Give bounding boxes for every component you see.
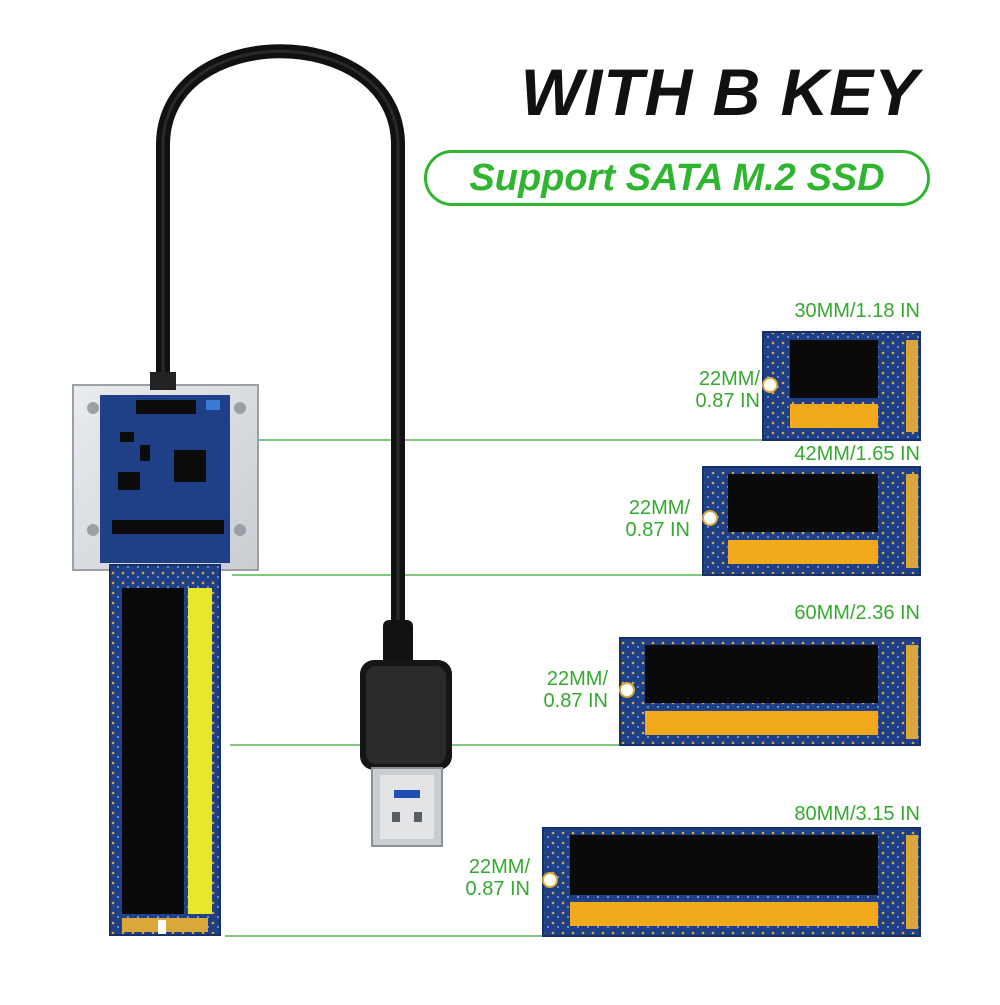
- width-label-line1: 22MM/: [698, 368, 760, 390]
- width-label-80mm: 22MM/ 0.87 IN: [410, 856, 530, 900]
- width-label-30mm: 22MM/ 0.87 IN: [640, 368, 760, 412]
- width-label-42mm: 22MM/ 0.87 IN: [570, 497, 690, 541]
- width-label-line2: 0.87 IN: [695, 390, 760, 412]
- headline: WITH B KEY: [520, 55, 920, 129]
- length-label-60mm: 60MM/2.36 IN: [794, 602, 920, 624]
- m2-ssd-icon: [109, 564, 221, 936]
- m2-ssd-icon: [542, 827, 921, 937]
- subheadline-pill: Support SATA M.2 SSD: [424, 150, 930, 206]
- width-label-line2: 0.87 IN: [543, 690, 608, 712]
- width-label-line1: 22MM/: [546, 668, 608, 690]
- usb-cable-icon: [156, 44, 413, 665]
- width-label-line1: 22MM/: [468, 856, 530, 878]
- length-label-42mm: 42MM/1.65 IN: [794, 443, 920, 465]
- length-label-30mm: 30MM/1.18 IN: [794, 300, 920, 322]
- m2-ssd-icon: [619, 637, 921, 746]
- m2-ssd-icon: [702, 466, 921, 576]
- enclosure-icon: [72, 372, 259, 571]
- width-label-60mm: 22MM/ 0.87 IN: [488, 668, 608, 712]
- m2-ssd-icon: [762, 331, 921, 441]
- usb-a-plug-icon: [360, 660, 452, 847]
- width-label-line2: 0.87 IN: [625, 519, 690, 541]
- length-label-80mm: 80MM/3.15 IN: [794, 803, 920, 825]
- width-label-line1: 22MM/: [628, 497, 690, 519]
- subheadline: Support SATA M.2 SSD: [469, 157, 885, 199]
- width-label-line2: 0.87 IN: [465, 878, 530, 900]
